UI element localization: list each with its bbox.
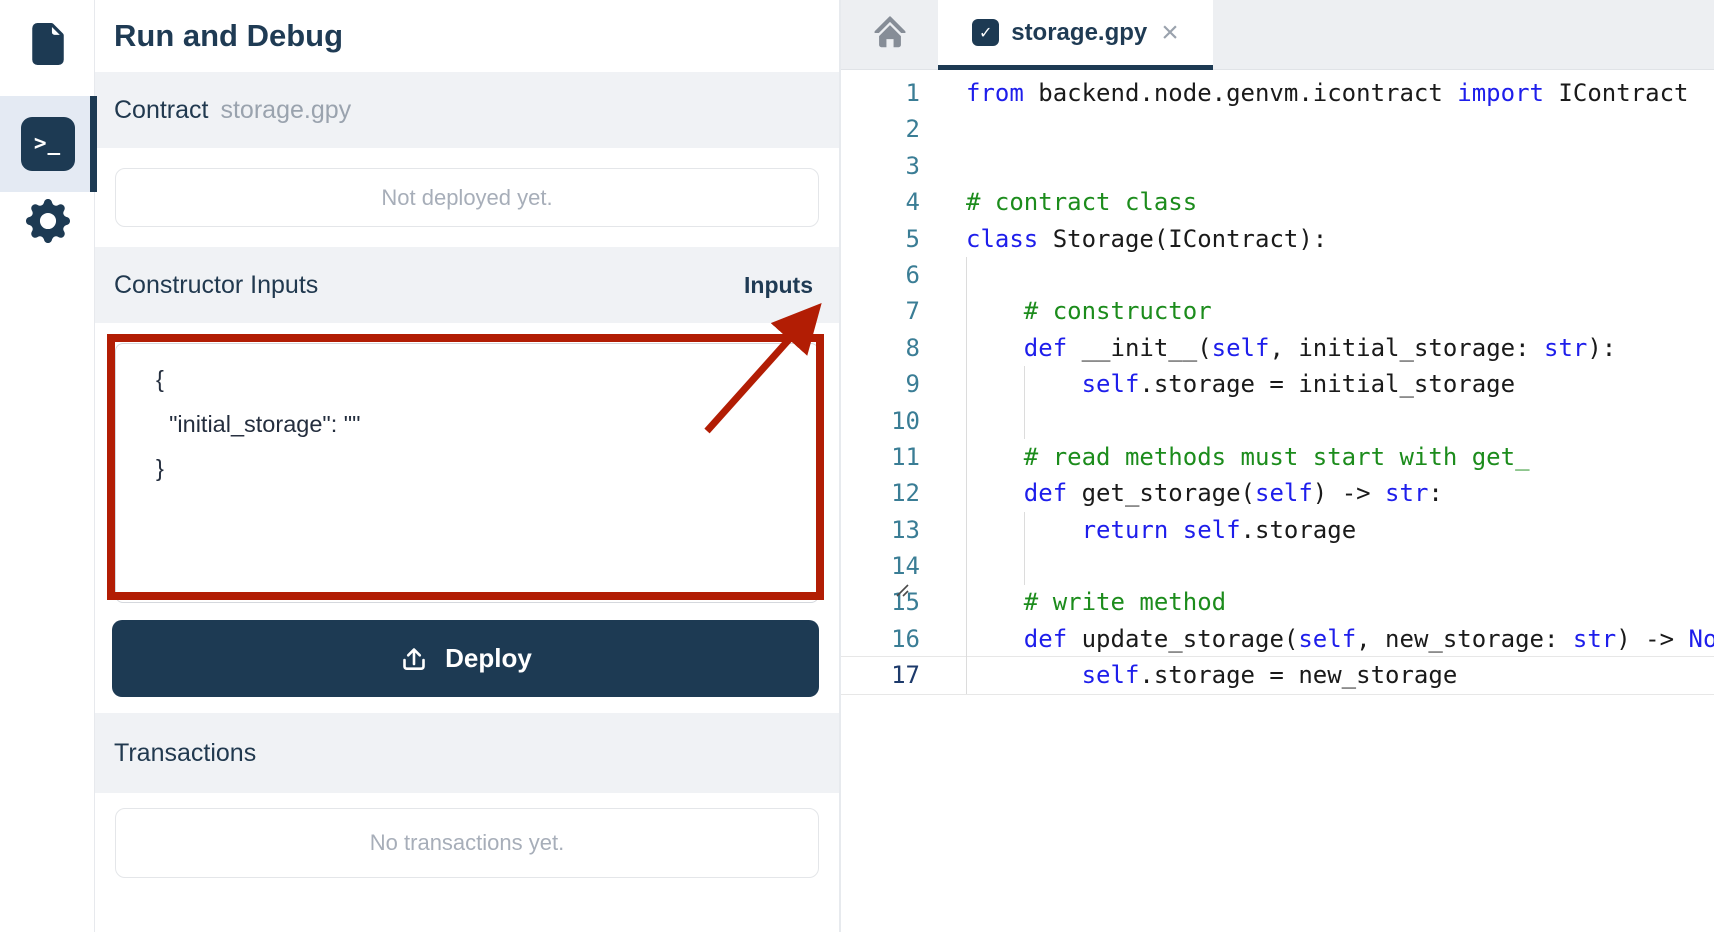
code-line: 11 # read methods must start with get_ bbox=[841, 439, 1714, 475]
line-number: 12 bbox=[891, 479, 920, 508]
file-check-icon: ✓ bbox=[972, 19, 1000, 46]
indent-guide bbox=[1024, 366, 1025, 439]
indent-guide bbox=[966, 257, 967, 694]
transactions-label: Transactions bbox=[114, 738, 257, 767]
line-number: 6 bbox=[905, 260, 920, 289]
code-line: 17 self.storage = new_storage bbox=[841, 657, 1714, 693]
contract-section-header: Contract storage.gpy bbox=[95, 72, 839, 148]
sidebar-item-run-debug[interactable]: >_ bbox=[0, 96, 97, 192]
contract-label: Contract bbox=[114, 95, 209, 124]
line-number: 14 bbox=[891, 552, 920, 581]
code-line: 14 bbox=[841, 548, 1714, 584]
constructor-json-input[interactable]: { "initial_storage": "" } bbox=[115, 343, 819, 603]
line-number: 7 bbox=[905, 297, 920, 326]
home-tab-button[interactable] bbox=[841, 0, 938, 69]
code-line: 16 def update_storage(self, new_storage:… bbox=[841, 621, 1714, 657]
inputs-badge: Inputs bbox=[744, 271, 813, 298]
tab-label: storage.gpy bbox=[1011, 18, 1148, 46]
line-number: 9 bbox=[905, 370, 920, 399]
constructor-section-header: Constructor Inputs Inputs bbox=[95, 247, 839, 323]
tab-storage-gpy[interactable]: ✓ storage.gpy × bbox=[938, 0, 1213, 70]
line-number: 17 bbox=[891, 661, 920, 690]
code-line: 3 bbox=[841, 148, 1714, 184]
file-icon bbox=[27, 22, 69, 68]
code-line: 4# contract class bbox=[841, 184, 1714, 220]
icon-sidebar: >_ bbox=[0, 0, 97, 932]
line-number: 16 bbox=[891, 624, 920, 653]
line-number: 1 bbox=[905, 79, 920, 107]
page-title: Run and Debug bbox=[114, 18, 344, 53]
code-line: 8 def __init__(self, initial_storage: st… bbox=[841, 330, 1714, 366]
upload-icon bbox=[403, 647, 425, 670]
line-number: 11 bbox=[891, 442, 920, 471]
line-number: 10 bbox=[891, 406, 920, 435]
deploy-status-text: Not deployed yet. bbox=[381, 184, 553, 210]
sidebar-item-settings[interactable] bbox=[0, 186, 95, 258]
resize-grip-icon[interactable] bbox=[894, 582, 910, 598]
home-icon bbox=[871, 14, 909, 55]
code-line: 2 bbox=[841, 111, 1714, 147]
gear-icon bbox=[25, 198, 70, 246]
indent-guide bbox=[1024, 512, 1025, 585]
code-line: 6 bbox=[841, 257, 1714, 293]
code-line: 10 bbox=[841, 403, 1714, 439]
constructor-label: Constructor Inputs bbox=[114, 270, 319, 299]
deploy-button-label: Deploy bbox=[445, 643, 532, 673]
line-number: 13 bbox=[891, 515, 920, 544]
transactions-empty-text: No transactions yet. bbox=[369, 830, 565, 855]
terminal-icon: >_ bbox=[20, 117, 75, 171]
line-number: 3 bbox=[905, 151, 920, 180]
transactions-section-header: Transactions bbox=[95, 713, 839, 793]
code-line: 13 return self.storage bbox=[841, 512, 1714, 548]
contract-filename: storage.gpy bbox=[220, 95, 352, 124]
code-line: 9 self.storage = initial_storage bbox=[841, 366, 1714, 402]
sidebar-item-files[interactable] bbox=[0, 8, 95, 82]
deploy-button[interactable]: Deploy bbox=[112, 620, 819, 697]
line-number: 5 bbox=[905, 224, 920, 253]
deploy-status-box: Not deployed yet. bbox=[115, 168, 819, 227]
line-number: 4 bbox=[905, 188, 920, 217]
code-line: 7 # constructor bbox=[841, 293, 1714, 329]
line-number: 8 bbox=[905, 333, 920, 362]
code-line: 15 # write method bbox=[841, 584, 1714, 620]
code-line: 12 def get_storage(self) -> str: bbox=[841, 475, 1714, 511]
line-number: 2 bbox=[905, 115, 920, 144]
tab-bar: ✓ storage.gpy × bbox=[841, 0, 1714, 70]
run-and-debug-panel: Run and Debug Contract storage.gpy Not d… bbox=[95, 0, 909, 932]
transactions-empty-box: No transactions yet. bbox=[115, 808, 819, 878]
tab-close-icon[interactable]: × bbox=[1161, 15, 1179, 49]
